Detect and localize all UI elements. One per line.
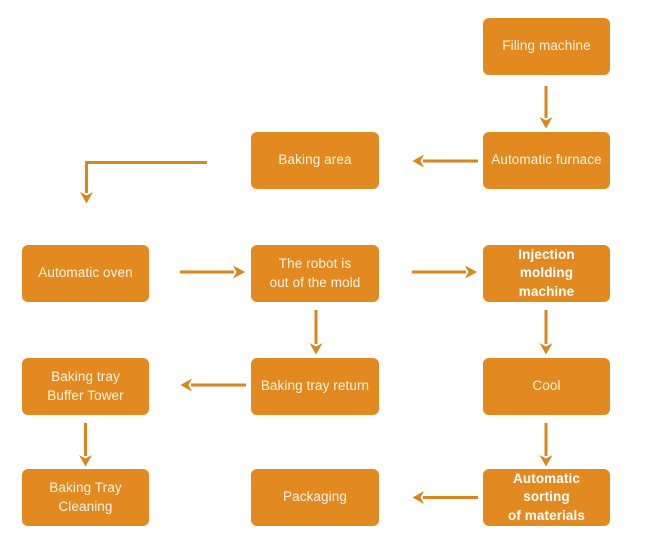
edge-buffer-tower-to-cleaning xyxy=(79,423,92,467)
edge-robot-to-tray-return xyxy=(309,310,323,355)
edge-tray-return-to-buffer-tower xyxy=(180,378,246,392)
node-baking-tray-return[interactable]: Baking tray return xyxy=(251,358,379,415)
node-label: Baking area xyxy=(278,152,352,168)
node-label: Cool xyxy=(532,378,561,394)
node-baking-tray-cleaning[interactable]: Baking Tray Cleaning xyxy=(22,469,149,526)
node-baking-tray-buffer-tower[interactable]: Baking tray Buffer Tower xyxy=(22,358,149,415)
node-cool[interactable]: Cool xyxy=(483,358,610,415)
node-label: Automatic oven xyxy=(38,265,133,281)
node-automatic-sorting-of-materials[interactable]: Automatic sorting of materials xyxy=(483,469,610,526)
edge-robot-to-injection xyxy=(412,265,477,279)
node-label: Baking tray Buffer Tower xyxy=(47,369,124,403)
edge-baking-area-to-automatic-oven xyxy=(80,161,207,204)
edge-oven-to-robot xyxy=(180,265,245,279)
node-label: Baking Tray Cleaning xyxy=(49,480,122,514)
edge-cool-to-sorting xyxy=(539,423,553,467)
node-automatic-furnace[interactable]: Automatic furnace xyxy=(483,132,610,189)
edge-furnace-to-baking-area xyxy=(412,154,478,168)
node-baking-area[interactable]: Baking area xyxy=(251,132,379,189)
node-label: Baking tray return xyxy=(260,378,370,394)
node-packaging[interactable]: Packaging xyxy=(251,469,379,526)
node-label: The robot is out of the mold xyxy=(269,256,361,290)
edge-sorting-to-packaging xyxy=(412,491,478,504)
node-filing-machine[interactable]: Filing machine xyxy=(483,18,610,75)
node-injection-molding-machine[interactable]: Injection molding machine xyxy=(483,245,610,302)
edge-injection-to-cool xyxy=(539,310,553,355)
node-label: Packaging xyxy=(283,489,347,505)
edge-filing-to-furnace xyxy=(539,86,553,129)
node-label: Automatic sorting of materials xyxy=(508,471,585,523)
node-label: Automatic furnace xyxy=(491,152,602,168)
node-automatic-oven[interactable]: Automatic oven xyxy=(22,245,149,302)
node-label: Injection molding machine xyxy=(518,247,575,299)
node-robot-out-of-mold[interactable]: The robot is out of the mold xyxy=(251,245,379,302)
node-label: Filing machine xyxy=(502,38,591,54)
